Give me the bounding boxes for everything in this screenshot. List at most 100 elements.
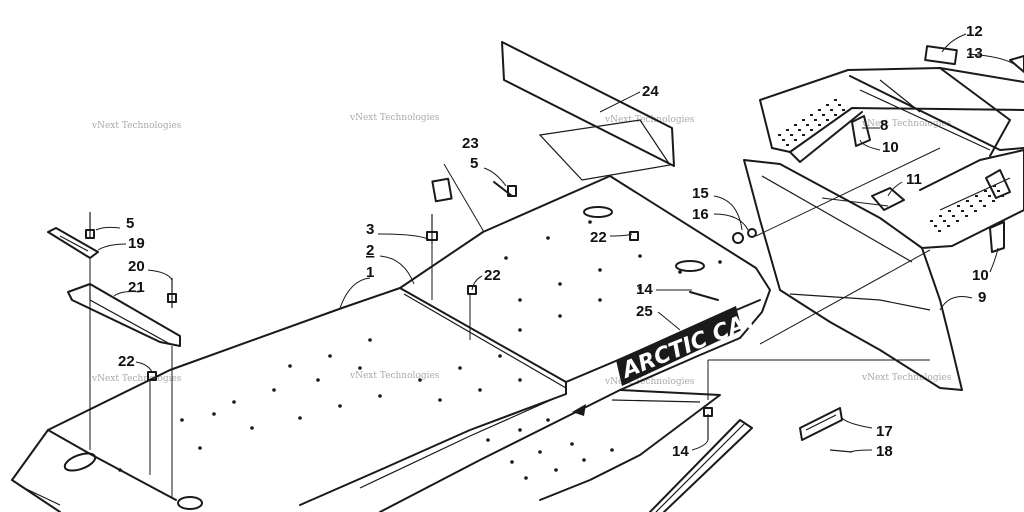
- callout-5: 5: [470, 155, 478, 172]
- rivet-hole: [638, 254, 642, 258]
- rivet-hole: [570, 442, 574, 446]
- grip-pad-dot: [818, 124, 821, 126]
- rear-bumper: [759, 45, 1024, 163]
- callout-8: 8: [880, 117, 888, 134]
- deck-slot: [63, 452, 97, 472]
- grip-pad-dot: [966, 200, 969, 202]
- rivet-hole: [358, 366, 362, 370]
- rivet-hole: [288, 364, 292, 368]
- grip-pad-dot: [810, 129, 813, 131]
- rivet-hole: [368, 338, 372, 342]
- grip-pad-dot: [834, 99, 837, 101]
- rivet-hole: [558, 314, 562, 318]
- rivet-hole: [338, 404, 342, 408]
- grip-pad-dot: [834, 114, 837, 116]
- screw-icon: [703, 407, 713, 417]
- grip-pad-dot: [822, 114, 825, 116]
- rivet-hole: [180, 418, 184, 422]
- deck-hole: [177, 496, 203, 510]
- callout-23: 23: [462, 135, 479, 152]
- washer-icon: [747, 228, 757, 238]
- callout-3: 3: [366, 221, 374, 238]
- callout-16: 16: [692, 206, 709, 223]
- bumper-assembly-lines: [707, 147, 941, 400]
- rivet-hole: [232, 400, 236, 404]
- assembly-lines: [89, 244, 471, 498]
- rivet-hole: [524, 476, 528, 480]
- callout-13: 13: [966, 45, 983, 62]
- rear-bumper-body: [743, 149, 1024, 391]
- nut-icon: [167, 293, 177, 303]
- watermarks: vNext Technologies vNext Technologies vN…: [91, 113, 952, 387]
- grip-pad-dot: [778, 134, 781, 136]
- cap-plug-12: [924, 45, 958, 66]
- grip-pad-dot: [957, 205, 960, 207]
- watermark: vNext Technologies: [861, 373, 952, 383]
- screw-icon: [493, 181, 513, 197]
- deck-slot: [583, 206, 613, 218]
- grip-pad-dot: [952, 215, 955, 217]
- deck-slot: [675, 260, 705, 272]
- grip-pad-dot: [992, 200, 995, 202]
- rivet-hole: [538, 450, 542, 454]
- callout-leaders: [95, 33, 1015, 453]
- callout-14: 14: [636, 281, 653, 298]
- rivet-hole: [518, 328, 522, 332]
- callout-21: 21: [128, 279, 145, 296]
- callout-25: 25: [636, 303, 653, 320]
- rivet-hole: [198, 446, 202, 450]
- grip-pad-dot: [983, 205, 986, 207]
- direction-arrow: [572, 404, 586, 416]
- rivet-hole: [438, 398, 442, 402]
- callout-11: 11: [906, 171, 922, 188]
- rivet-hole: [518, 378, 522, 382]
- rivet-hole: [316, 378, 320, 382]
- grip-pad-dot: [948, 210, 951, 212]
- rivet-hole: [118, 468, 122, 472]
- grip-pad-dot: [794, 124, 797, 126]
- callout-10: 10: [882, 139, 899, 156]
- rivet-hole: [212, 412, 216, 416]
- grip-pad-dot: [798, 129, 801, 131]
- grip-pad-dot: [826, 104, 829, 106]
- callout-19: 19: [128, 235, 145, 252]
- callout-24: 24: [642, 83, 659, 100]
- watermark: vNext Technologies: [604, 377, 695, 387]
- rivet-hole: [558, 282, 562, 286]
- watermark: vNext Technologies: [349, 371, 440, 381]
- callout-1: 1: [366, 264, 374, 281]
- fastener-icon: [629, 231, 639, 241]
- rivet-hole: [678, 270, 682, 274]
- rivet-hole: [588, 220, 592, 224]
- clip-10: [989, 221, 1005, 253]
- grip-pad-dot: [965, 215, 968, 217]
- callout-22: 22: [484, 267, 501, 284]
- front-bracket-19: [47, 227, 99, 259]
- decal-small: [431, 177, 453, 203]
- grip-pad-dot: [838, 104, 841, 106]
- screw-icon: [689, 291, 719, 301]
- nut-icon: [732, 232, 744, 244]
- grip-pad-dot: [934, 225, 937, 227]
- front-bracket-21: [67, 283, 181, 347]
- callout-17: 17: [876, 423, 893, 440]
- callout-2: 2: [366, 242, 374, 259]
- rivet-hole: [378, 394, 382, 398]
- grip-pad-dot: [786, 144, 789, 146]
- callout-5: 5: [126, 215, 134, 232]
- rivet-hole: [498, 354, 502, 358]
- rivet-hole: [298, 416, 302, 420]
- reflector: [799, 407, 843, 441]
- rivet-hole: [486, 438, 490, 442]
- watermark: vNext Technologies: [91, 121, 182, 131]
- grip-pad-dot: [794, 139, 797, 141]
- grip-pad-dot: [997, 190, 1000, 192]
- grip-pad-dot: [939, 215, 942, 217]
- rivet-hole: [598, 268, 602, 272]
- grip-pad-dot: [790, 134, 793, 136]
- rivet-hole: [250, 426, 254, 430]
- callout-18: 18: [876, 443, 893, 460]
- grip-pad-dot: [806, 124, 809, 126]
- rivet-hole: [518, 428, 522, 432]
